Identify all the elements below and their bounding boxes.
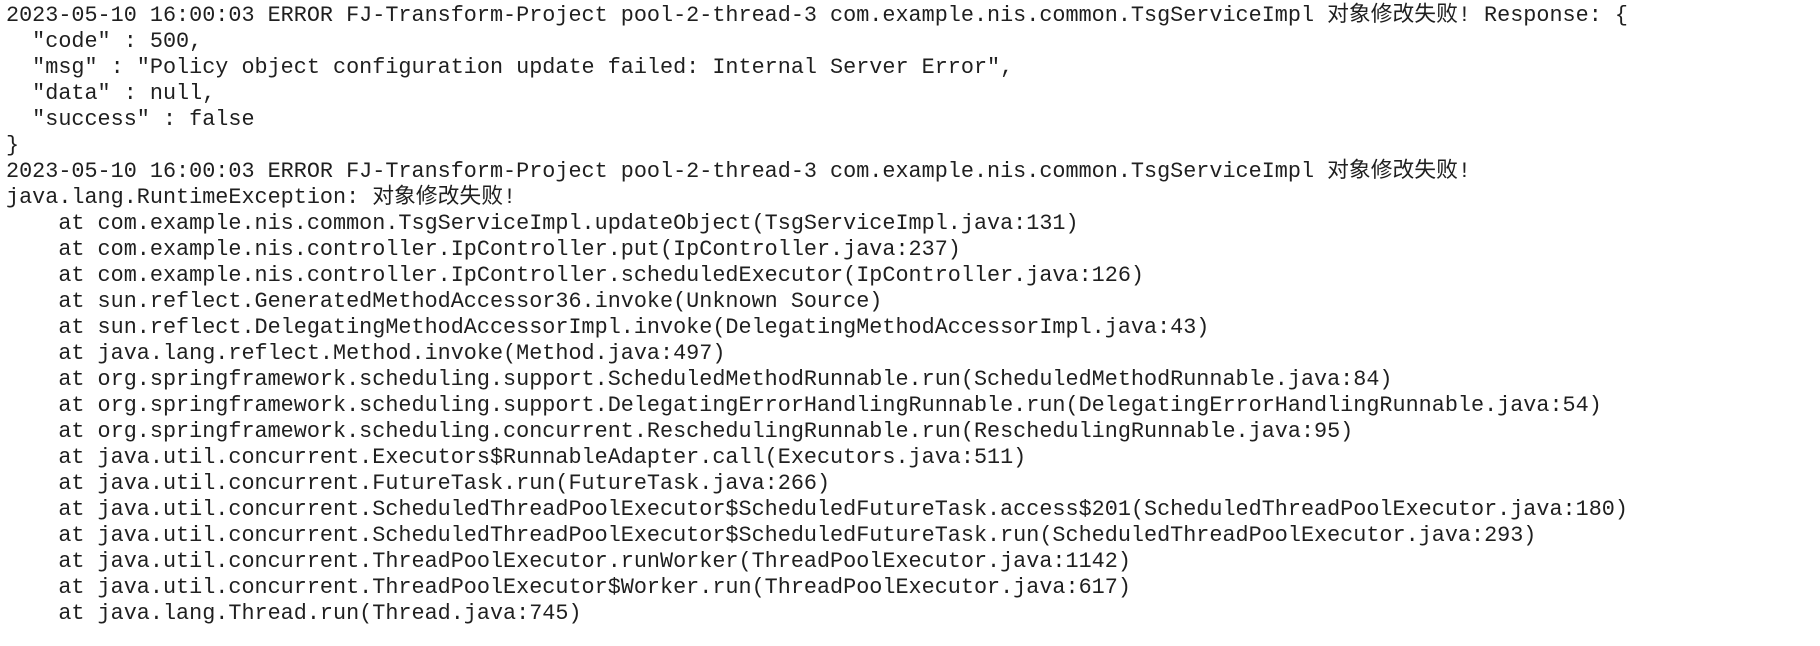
log-line: at org.springframework.scheduling.suppor… <box>6 393 1602 418</box>
log-line: at org.springframework.scheduling.suppor… <box>6 367 1393 392</box>
log-line: at com.example.nis.controller.IpControll… <box>6 237 961 262</box>
log-line: at java.util.concurrent.ScheduledThreadP… <box>6 523 1537 548</box>
log-line: at sun.reflect.DelegatingMethodAccessorI… <box>6 315 1210 340</box>
log-line: at org.springframework.scheduling.concur… <box>6 419 1354 444</box>
log-line: at java.util.concurrent.ThreadPoolExecut… <box>6 549 1131 574</box>
log-line: 2023-05-10 16:00:03 ERROR FJ-Transform-P… <box>6 159 1471 184</box>
log-line: "data" : null, <box>6 81 216 106</box>
log-line: at java.util.concurrent.FutureTask.run(F… <box>6 471 831 496</box>
log-line: } <box>6 133 20 158</box>
log-line: at sun.reflect.GeneratedMethodAccessor36… <box>6 289 883 314</box>
log-line: at java.lang.reflect.Method.invoke(Metho… <box>6 341 726 366</box>
log-line: at java.lang.Thread.run(Thread.java:745) <box>6 601 582 626</box>
log-line: 2023-05-10 16:00:03 ERROR FJ-Transform-P… <box>6 3 1628 28</box>
log-line: at java.util.concurrent.ScheduledThreadP… <box>6 497 1628 522</box>
log-line: at com.example.nis.common.TsgServiceImpl… <box>6 211 1079 236</box>
log-line: at java.util.concurrent.ThreadPoolExecut… <box>6 575 1131 600</box>
log-line: at java.util.concurrent.Executors$Runnab… <box>6 445 1027 470</box>
log-line: "code" : 500, <box>6 29 203 54</box>
log-output: 2023-05-10 16:00:03 ERROR FJ-Transform-P… <box>6 3 1628 626</box>
log-line: java.lang.RuntimeException: 对象修改失败! <box>6 185 517 210</box>
log-line: "success" : false <box>6 107 255 132</box>
log-line: at com.example.nis.controller.IpControll… <box>6 263 1144 288</box>
log-line: "msg" : "Policy object configuration upd… <box>6 55 1014 80</box>
